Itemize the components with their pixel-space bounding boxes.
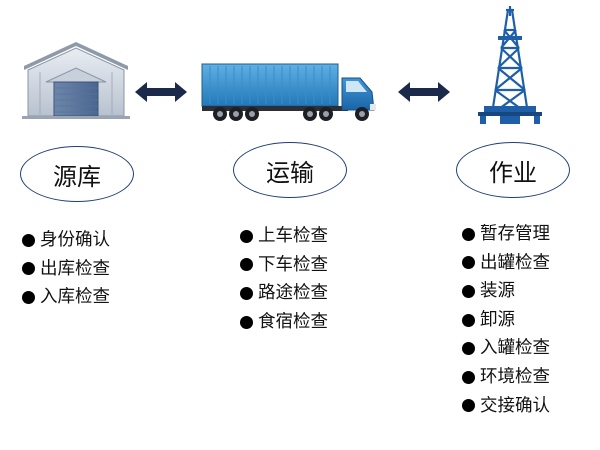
bullet-dot	[462, 313, 475, 327]
stage-title-transport: 运输	[233, 142, 347, 198]
oil-derrick-icon	[470, 6, 550, 126]
list-item: 环境检查	[462, 363, 550, 392]
list-item: 下车检查	[240, 251, 328, 280]
bullet-dot	[462, 342, 475, 356]
list-item: 出库检查	[22, 255, 110, 284]
double-arrow-icon	[398, 80, 450, 104]
list-item: 入罐检查	[462, 334, 550, 363]
list-item: 出罐检查	[462, 249, 550, 278]
list-item: 交接确认	[462, 392, 550, 421]
stage-title-label: 运输	[266, 158, 314, 187]
list-item: 暂存管理	[462, 220, 550, 249]
source-checklist: 身份确认 出库检查 入库检查	[22, 226, 110, 312]
bullet-dot	[462, 399, 475, 413]
list-item: 身份确认	[22, 226, 110, 255]
list-item: 装源	[462, 277, 550, 306]
transport-checklist: 上车检查 下车检查 路途检查 食宿检查	[240, 222, 328, 336]
bullet-dot	[22, 233, 35, 247]
bullet-dot	[240, 258, 253, 272]
stage-title-label: 源库	[53, 162, 101, 191]
list-item: 路途检查	[240, 279, 328, 308]
bullet-dot	[462, 256, 475, 270]
bullet-dot	[240, 229, 253, 243]
bullet-dot	[462, 227, 475, 241]
warehouse-icon	[20, 36, 132, 120]
stage-title-operation: 作业	[456, 142, 570, 198]
stage-title-source: 源库	[20, 146, 134, 202]
list-item: 上车检查	[240, 222, 328, 251]
bullet-dot	[240, 286, 253, 300]
bullet-dot	[462, 370, 475, 384]
bullet-dot	[240, 315, 253, 329]
bullet-dot	[22, 262, 35, 276]
bullet-dot	[462, 284, 475, 298]
list-item: 入库检查	[22, 283, 110, 312]
stage-title-label: 作业	[489, 158, 537, 187]
bullet-dot	[22, 290, 35, 304]
truck-icon	[200, 60, 378, 128]
double-arrow-icon	[135, 80, 187, 104]
list-item: 卸源	[462, 306, 550, 335]
list-item: 食宿检查	[240, 308, 328, 337]
operation-checklist: 暂存管理 出罐检查 装源 卸源 入罐检查 环境检查 交接确认	[462, 220, 550, 420]
